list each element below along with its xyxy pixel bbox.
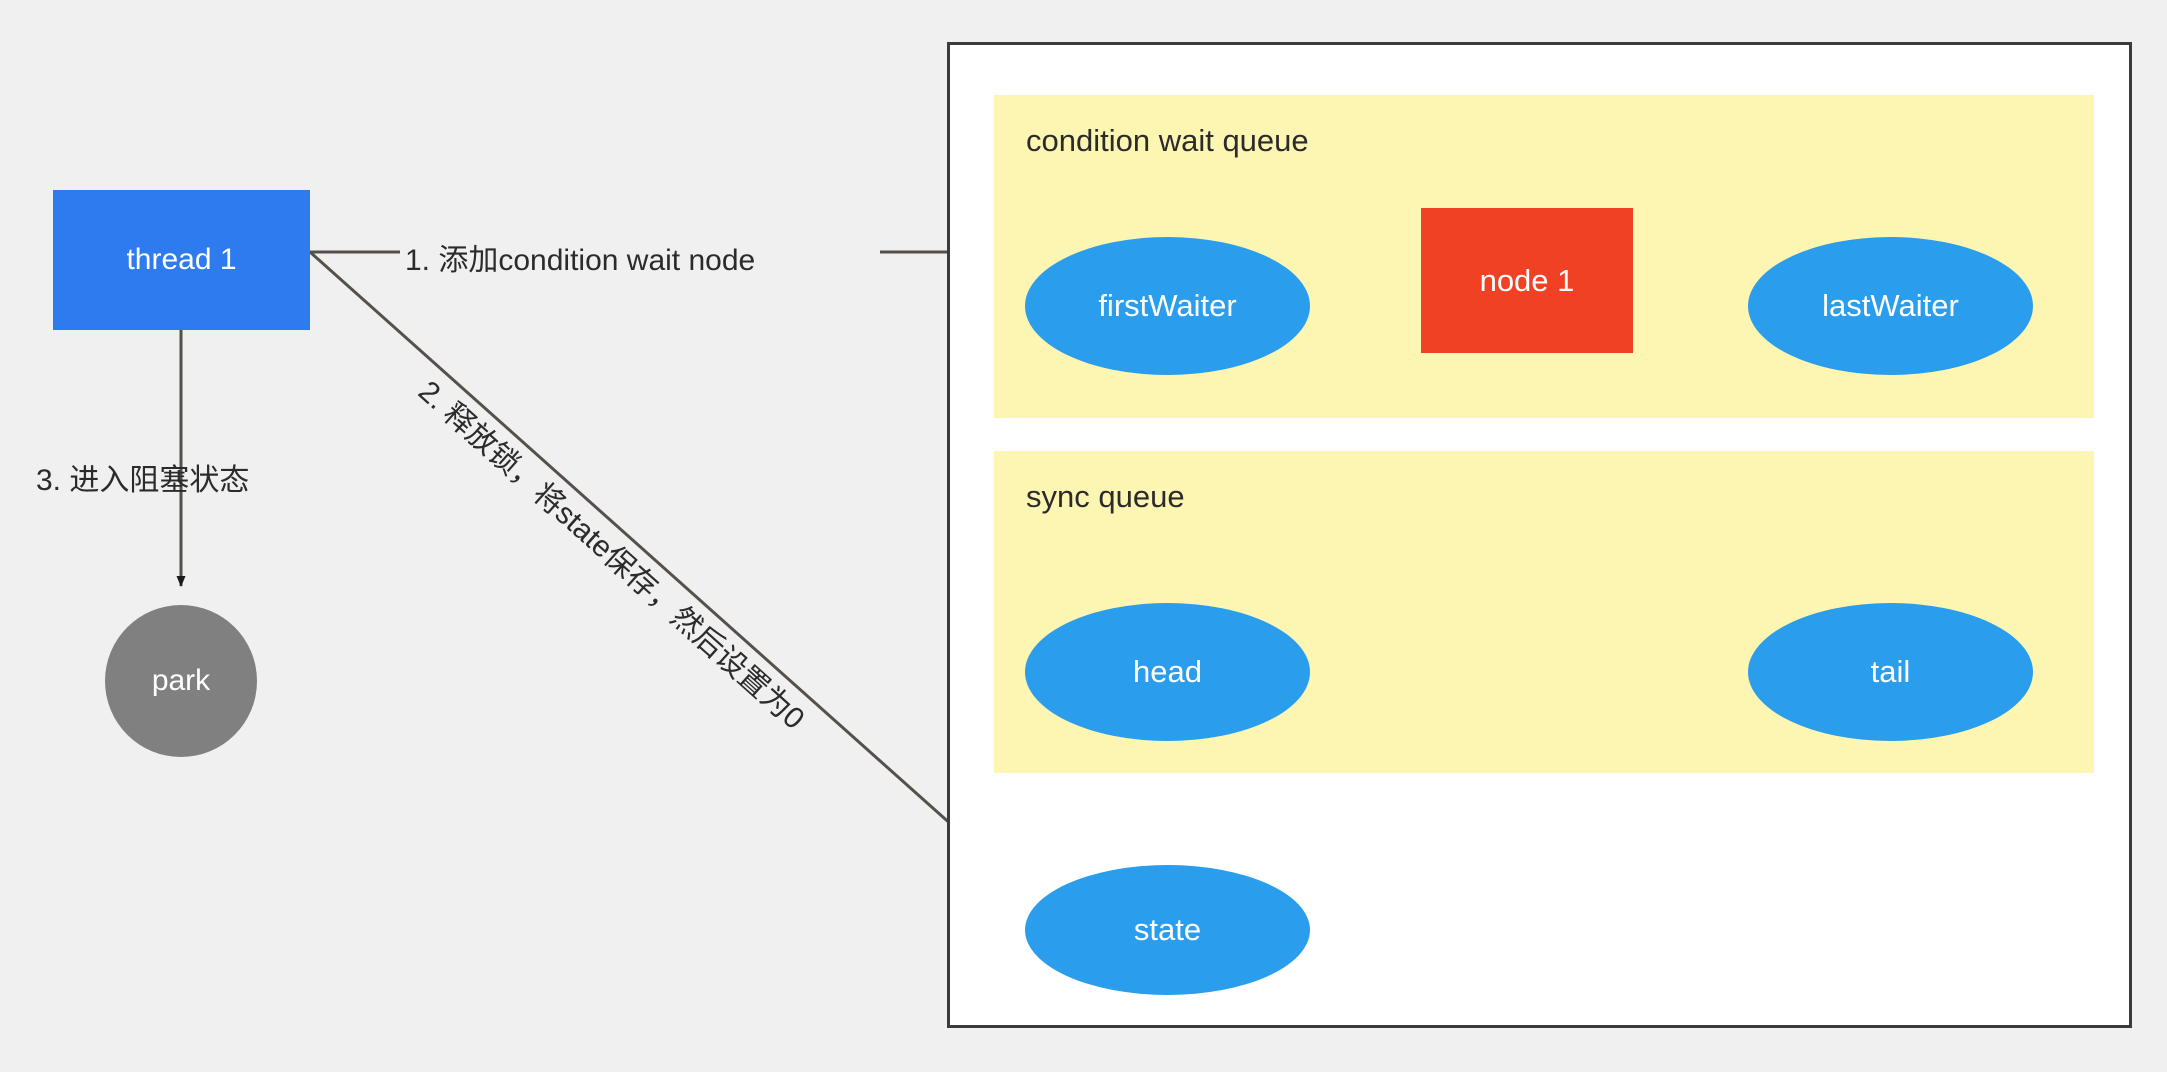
thread-1-box[interactable]: thread 1 bbox=[53, 190, 310, 330]
state-label: state bbox=[1133, 912, 1202, 947]
state-node[interactable]: state bbox=[1025, 865, 1310, 995]
tail-label: tail bbox=[1870, 654, 1911, 689]
head-label: head bbox=[1133, 654, 1202, 689]
head-node[interactable]: head bbox=[1025, 603, 1310, 741]
edge-label-step-1: 1. 添加condition wait node bbox=[405, 244, 756, 277]
node-1-label: node 1 bbox=[1479, 262, 1575, 298]
park-circle[interactable]: park bbox=[105, 605, 257, 757]
edge-label-step-3: 3. 进入阻塞状态 bbox=[36, 464, 250, 497]
thread-1-label: thread 1 bbox=[126, 243, 237, 276]
node-1-box[interactable]: node 1 bbox=[1421, 208, 1633, 353]
park-label: park bbox=[151, 664, 211, 697]
first-waiter-node[interactable]: firstWaiter bbox=[1025, 237, 1310, 375]
first-waiter-label: firstWaiter bbox=[1098, 288, 1237, 323]
last-waiter-label: lastWaiter bbox=[1822, 288, 1959, 323]
last-waiter-node[interactable]: lastWaiter bbox=[1748, 237, 2033, 375]
edge-thread-to-state bbox=[309, 250, 1029, 895]
tail-node[interactable]: tail bbox=[1748, 603, 2033, 741]
aqs-container: condition wait queue sync queue firstWai… bbox=[947, 42, 2132, 1028]
condition-wait-queue-title: condition wait queue bbox=[1026, 123, 1309, 158]
sync-queue-title: sync queue bbox=[1026, 479, 1185, 514]
